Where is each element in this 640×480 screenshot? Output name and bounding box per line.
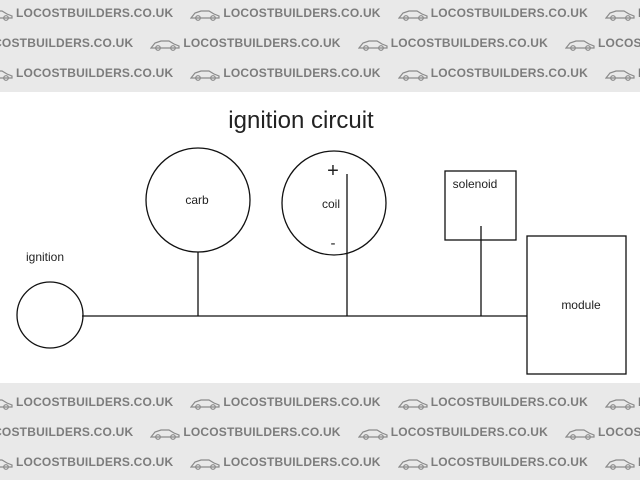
watermark-text: LOCOSTBUILDERS.CO.UK <box>395 62 588 84</box>
watermark-label: LOCOSTBUILDERS.CO.UK <box>183 36 341 50</box>
watermark-label: LOCOSTBUILDERS.CO.UK <box>0 425 134 439</box>
watermark-label: LOCOSTBUILDERS.CO.UK <box>0 36 134 50</box>
watermark-label: LOCOSTBUILDERS.CO.UK <box>223 66 381 80</box>
watermark-text: LOCOSTBUILDERS.CO.UK <box>395 451 588 473</box>
watermark-label: LOCOSTBUILDERS.CO.UK <box>638 6 640 20</box>
car-logo-icon <box>357 429 388 440</box>
watermark-text: LOCOSTBUILDERS.CO.UK <box>602 62 640 84</box>
watermark-label: LOCOSTBUILDERS.CO.UK <box>16 66 174 80</box>
ignition-label: ignition <box>26 250 64 264</box>
car-logo-icon <box>397 10 428 21</box>
watermark-label: LOCOSTBUILDERS.CO.UK <box>16 395 174 409</box>
car-logo-icon <box>605 10 635 21</box>
car-logo-icon <box>190 10 220 21</box>
watermark-label: LOCOSTBUILDERS.CO.UK <box>16 455 174 469</box>
ignition-circuit-diagram: ignition circuit ignition carb coil + - … <box>0 92 640 383</box>
car-logo-icon <box>397 70 428 81</box>
watermark-label: LOCOSTBUILDERS.CO.UK <box>223 395 381 409</box>
watermark-text: LOCOSTBUILDERS.CO.UK <box>395 2 588 24</box>
watermark-text: LOCOSTBUILDERS.CO.UK <box>0 2 173 24</box>
watermark-row: LOCOSTBUILDERS.CO.UK LOCOSTBUILDERS.CO.UK… <box>0 391 640 413</box>
watermark-label: LOCOSTBUILDERS.CO.UK <box>430 66 589 80</box>
watermark-text: LOCOSTBUILDERS.CO.UK <box>602 391 640 413</box>
watermark-label: LOCOSTBUILDERS.CO.UK <box>183 425 341 439</box>
watermark-row: LOCOSTBUILDERS.CO.UK LOCOSTBUILDERS.CO.UK… <box>0 451 640 473</box>
watermark-label: LOCOSTBUILDERS.CO.UK <box>16 6 174 20</box>
watermark-text: LOCOSTBUILDERS.CO.UK <box>0 421 133 443</box>
watermark-row: LOCOSTBUILDERS.CO.UK LOCOSTBUILDERS.CO.UK… <box>0 62 640 84</box>
car-logo-icon <box>0 399 13 410</box>
car-logo-icon <box>357 40 388 51</box>
watermark-row: LOCOSTBUILDERS.CO.UK LOCOSTBUILDERS.CO.UK… <box>0 421 640 443</box>
car-logo-icon <box>605 399 635 410</box>
watermark-text: LOCOSTBUILDERS.CO.UK <box>187 451 380 473</box>
car-logo-icon <box>605 70 635 81</box>
watermark-band-top: LOCOSTBUILDERS.CO.UK LOCOSTBUILDERS.CO.UK… <box>0 0 640 92</box>
watermark-text: LOCOSTBUILDERS.CO.UK <box>0 451 173 473</box>
watermark-text: LOCOSTBUILDERS.CO.UK <box>147 421 340 443</box>
watermark-text: LOCOSTBUILDERS.CO.UK <box>602 2 640 24</box>
watermark-row: LOCOSTBUILDERS.CO.UK LOCOSTBUILDERS.CO.UK… <box>0 2 640 24</box>
car-logo-icon <box>0 70 13 81</box>
car-logo-icon <box>0 459 13 470</box>
watermark-label: LOCOSTBUILDERS.CO.UK <box>598 425 640 439</box>
watermark-band-bottom: LOCOSTBUILDERS.CO.UK LOCOSTBUILDERS.CO.UK… <box>0 383 640 480</box>
watermark-label: LOCOSTBUILDERS.CO.UK <box>638 455 640 469</box>
watermark-text: LOCOSTBUILDERS.CO.UK <box>355 32 548 54</box>
car-logo-icon <box>0 10 13 21</box>
car-logo-icon <box>605 459 635 470</box>
watermark-text: LOCOSTBUILDERS.CO.UK <box>355 421 548 443</box>
car-logo-icon <box>565 429 595 440</box>
car-logo-icon <box>190 70 220 81</box>
watermark-label: LOCOSTBUILDERS.CO.UK <box>223 6 381 20</box>
car-logo-icon <box>190 399 220 410</box>
watermark-text: LOCOSTBUILDERS.CO.UK <box>0 391 173 413</box>
watermark-label: LOCOSTBUILDERS.CO.UK <box>638 66 640 80</box>
ignition-circle <box>16 281 84 349</box>
car-logo-icon <box>190 459 220 470</box>
carb-label: carb <box>185 193 209 207</box>
watermark-label: LOCOSTBUILDERS.CO.UK <box>598 36 640 50</box>
watermark-label: LOCOSTBUILDERS.CO.UK <box>430 6 589 20</box>
car-logo-icon <box>397 459 428 470</box>
watermark-label: LOCOSTBUILDERS.CO.UK <box>638 395 640 409</box>
watermark-text: LOCOSTBUILDERS.CO.UK <box>0 32 133 54</box>
watermark-text: LOCOSTBUILDERS.CO.UK <box>187 2 380 24</box>
diagram-title: ignition circuit <box>228 107 374 134</box>
solenoid-label: solenoid <box>453 177 498 191</box>
watermark-text: LOCOSTBUILDERS.CO.UK <box>187 391 380 413</box>
watermark-label: LOCOSTBUILDERS.CO.UK <box>430 455 589 469</box>
coil-circle <box>281 150 387 256</box>
coil-plus-terminal: + <box>327 160 339 182</box>
coil-minus-terminal: - <box>331 235 336 252</box>
coil-label: coil <box>322 197 340 211</box>
watermark-label: LOCOSTBUILDERS.CO.UK <box>390 425 549 439</box>
watermark-text: LOCOSTBUILDERS.CO.UK <box>395 391 588 413</box>
watermark-text: LOCOSTBUILDERS.CO.UK <box>562 421 640 443</box>
car-logo-icon <box>397 399 428 410</box>
watermark-text: LOCOSTBUILDERS.CO.UK <box>0 62 173 84</box>
watermark-text: LOCOSTBUILDERS.CO.UK <box>562 32 640 54</box>
watermark-text: LOCOSTBUILDERS.CO.UK <box>602 451 640 473</box>
circuit-svg: ignition circuit ignition carb coil + - … <box>16 107 627 375</box>
watermark-row: LOCOSTBUILDERS.CO.UK LOCOSTBUILDERS.CO.UK… <box>0 32 640 54</box>
watermark-label: LOCOSTBUILDERS.CO.UK <box>223 455 381 469</box>
watermark-label: LOCOSTBUILDERS.CO.UK <box>430 395 589 409</box>
module-label: module <box>561 298 601 312</box>
watermark-text: LOCOSTBUILDERS.CO.UK <box>187 62 380 84</box>
car-logo-icon <box>150 429 180 440</box>
watermark-label: LOCOSTBUILDERS.CO.UK <box>390 36 549 50</box>
car-logo-icon <box>565 40 595 51</box>
module-box <box>526 235 627 375</box>
car-logo-icon <box>150 40 180 51</box>
watermark-text: LOCOSTBUILDERS.CO.UK <box>147 32 340 54</box>
